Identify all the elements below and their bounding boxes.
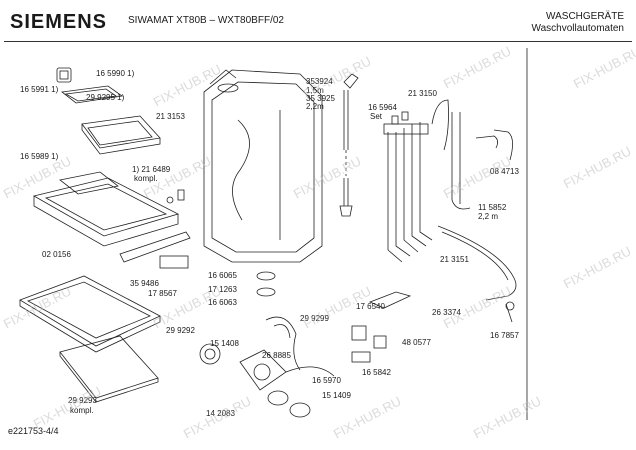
- part-label: 11 5852: [478, 203, 507, 212]
- header: SIEMENS SIWAMAT XT80B – WXT80BFF/02 WASC…: [0, 0, 636, 42]
- category-subtitle: Waschvollautomaten: [531, 23, 624, 34]
- part-label: 15 1408: [210, 339, 239, 348]
- dispenser-lid-part: [56, 67, 72, 83]
- tub-assembly: [203, 69, 323, 263]
- part-label: 35 3925: [306, 94, 335, 103]
- part-label: 14 2083: [206, 409, 235, 418]
- part-label: 16 5991 1): [20, 85, 59, 94]
- part-label: 1) 21 6489: [132, 165, 171, 174]
- part-label: 29 9293: [68, 396, 97, 405]
- part-label: 16 6063: [208, 298, 237, 307]
- header-rule: [4, 41, 632, 42]
- part-label: 17 1263: [208, 285, 237, 294]
- brand-logo: SIEMENS: [10, 11, 108, 33]
- part-label: 26 8885: [262, 351, 291, 360]
- part-label: 2,2 m: [478, 212, 499, 221]
- part-label: Set: [370, 112, 383, 121]
- drain-pump-part: [199, 343, 335, 418]
- part-label: kompl.: [70, 406, 94, 415]
- drain-hose-part: [437, 225, 517, 323]
- door-panel-part: [59, 335, 159, 403]
- part-label: 17 8567: [148, 289, 177, 298]
- part-label: 02 0156: [42, 250, 71, 259]
- part-label: 29 9295 1): [86, 93, 125, 102]
- hinge-bracket-part: [119, 231, 191, 269]
- part-label: 2,2m: [306, 102, 324, 111]
- seals-part: [256, 271, 276, 297]
- part-label: 35 9486: [130, 279, 159, 288]
- part-label: 21 3151: [440, 255, 469, 264]
- dispenser-tray-part: [61, 85, 124, 104]
- part-label: 16 7857: [490, 331, 519, 340]
- part-label: 353924: [306, 77, 333, 86]
- part-label: 16 5970: [312, 376, 341, 385]
- part-label: 1,5m: [306, 86, 324, 95]
- part-label: 26 3374: [432, 308, 461, 317]
- part-label: 48 0577: [402, 338, 431, 347]
- part-label: 17 6540: [356, 302, 385, 311]
- inlet-hose-part: [339, 73, 359, 217]
- part-label: 08 4713: [490, 167, 519, 176]
- diagram-id: e221753-4/4: [8, 426, 59, 436]
- part-label: 16 5990 1): [96, 69, 135, 78]
- drawer-housing-part: [81, 115, 161, 155]
- part-label: 16 5842: [362, 368, 391, 377]
- part-label: 21 3153: [156, 112, 185, 121]
- door-seal-part: [19, 275, 161, 353]
- part-label: kompl.: [134, 174, 158, 183]
- part-label: 16 5964: [368, 103, 397, 112]
- part-label: 15 1409: [322, 391, 351, 400]
- valve-hose-assembly: [383, 99, 513, 263]
- top-frame-part: [32, 171, 185, 247]
- part-label: 21 3150: [408, 89, 437, 98]
- part-label: 16 6065: [208, 271, 237, 280]
- part-label: 29 9299: [300, 314, 329, 323]
- part-label: 29 9292: [166, 326, 195, 335]
- part-label: 16 5989 1): [20, 152, 59, 161]
- category-title: WASCHGERÄTE: [546, 11, 624, 22]
- model-title: SIWAMAT XT80B – WXT80BFF/02: [128, 15, 284, 26]
- sump-hose-part: [265, 316, 301, 371]
- heater-part: [351, 291, 412, 363]
